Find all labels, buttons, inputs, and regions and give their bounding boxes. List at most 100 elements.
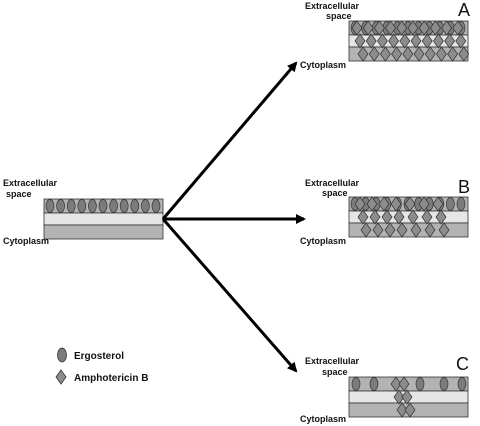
amphotericin-molecule [360, 222, 372, 238]
amphotericin-molecule [401, 389, 413, 405]
extracellular-label: Extracellular [305, 356, 360, 366]
amphotericin-molecule [432, 33, 444, 49]
amphotericin-molecule [393, 389, 405, 405]
ergosterol-molecule [98, 199, 108, 213]
amphotericin-molecule [376, 33, 388, 49]
ergosterol-molecule [77, 199, 87, 213]
amphotericin-molecule [413, 46, 425, 62]
ergosterol-molecule [119, 199, 129, 213]
legend: Ergosterol Amphotericin B [55, 347, 148, 385]
legend-amphotericin-label: Amphotericin B [74, 373, 148, 384]
ergosterol-molecule [66, 199, 76, 213]
arrow-to-c [161, 218, 298, 373]
cytoplasm-label: Cytoplasm [3, 236, 49, 246]
amphotericin-molecule [384, 222, 396, 238]
amphotericin-molecule [407, 209, 419, 225]
amphotericin-molecule [366, 196, 378, 212]
panel-letter-a: A [458, 0, 470, 20]
membrane-core [43, 212, 164, 226]
amphotericin-molecule [424, 222, 436, 238]
ergosterol-molecule [351, 377, 361, 391]
amphotericin-legend-icon [55, 369, 67, 385]
extracellular-label: Extracellular [305, 178, 360, 188]
amphotericin-molecule [404, 196, 416, 212]
amphotericin-molecule [354, 196, 366, 212]
amphotericin-molecule [368, 46, 380, 62]
amphotericin-molecule [421, 209, 433, 225]
amphotericin-molecule [379, 46, 391, 62]
membrane-panel-a: Extracellular space Cytoplasm A [300, 0, 470, 70]
amphotericin-molecule [410, 33, 422, 49]
membrane-panel-c: Extracellular space Cytoplasm C [300, 354, 469, 424]
amphotericin-molecule [432, 196, 444, 212]
amphotericin-molecule [396, 222, 408, 238]
amphotericin-molecule [435, 209, 447, 225]
space-label: space [326, 11, 352, 21]
molecules-panel-c [351, 376, 467, 418]
amphotericin-molecule [396, 402, 408, 418]
amphotericin-molecule [381, 209, 393, 225]
arrow-to-a [161, 61, 298, 220]
amphotericin-molecule [362, 20, 374, 36]
amphotericin-molecule [455, 33, 467, 49]
amphotericin-molecule [404, 402, 416, 418]
amphotericin-molecule [438, 222, 450, 238]
extracellular-label: Extracellular [305, 1, 360, 11]
panel-letter-b: B [458, 177, 470, 197]
ergosterol-molecule [88, 199, 97, 213]
amphotericin-molecule [398, 376, 410, 392]
amphotericin-molecule [385, 20, 397, 36]
amphotericin-molecule [447, 46, 459, 62]
space-label: space [322, 367, 348, 377]
ergosterol-molecule [415, 377, 425, 391]
amphotericin-molecule [402, 46, 414, 62]
amphotericin-molecule [429, 20, 441, 36]
ergosterol-molecule [56, 199, 65, 213]
cytoplasm-label: Cytoplasm [300, 60, 346, 70]
inner-leaflet [43, 224, 164, 240]
ergosterol-molecule [130, 199, 140, 213]
amphotericin-molecule [418, 196, 430, 212]
ergosterol-row-initial [45, 199, 161, 213]
amphotericin-molecule [424, 46, 436, 62]
space-label: space [322, 188, 348, 198]
extracellular-label: Extracellular [3, 178, 58, 188]
ergosterol-molecule [151, 199, 161, 213]
molecules-panel-a [350, 20, 470, 62]
amphotericin-molecule [373, 20, 385, 36]
panel-letter-c: C [456, 354, 469, 374]
amphotericin-molecule [354, 33, 366, 49]
space-label: space [6, 189, 32, 199]
ergosterol-molecule [446, 197, 455, 211]
amphotericin-molecule [396, 20, 408, 36]
ergosterol-molecule [457, 377, 467, 391]
amphotericin-molecule [365, 33, 377, 49]
amphotericin-molecule [351, 20, 363, 36]
amphotericin-molecule [372, 222, 384, 238]
membrane-initial: Extracellular space Cytoplasm [3, 178, 164, 246]
molecules-panel-b [350, 196, 466, 238]
amphotericin-molecule [357, 209, 369, 225]
ergosterol-molecule [439, 377, 449, 391]
amphotericin-molecule [441, 20, 453, 36]
amphotericin-molecule [418, 20, 430, 36]
amphotericin-molecule [458, 46, 470, 62]
legend-ergosterol-label: Ergosterol [74, 351, 124, 362]
amphotericin-molecule [357, 46, 369, 62]
ergosterol-molecule [456, 197, 466, 211]
amphotericin-molecule [390, 376, 402, 392]
amphotericin-molecule [393, 209, 405, 225]
amphotericin-molecule [388, 33, 400, 49]
cytoplasm-label: Cytoplasm [300, 414, 346, 424]
amphotericin-molecule [410, 222, 422, 238]
ergosterol-legend-icon [57, 347, 67, 363]
amphotericin-molecule [390, 196, 402, 212]
amphotericin-molecule [378, 196, 390, 212]
amphotericin-molecule [452, 20, 464, 36]
cytoplasm-label: Cytoplasm [300, 236, 346, 246]
amphotericin-molecule [391, 46, 403, 62]
amphotericin-molecule [444, 33, 456, 49]
amphotericin-molecule [399, 33, 411, 49]
